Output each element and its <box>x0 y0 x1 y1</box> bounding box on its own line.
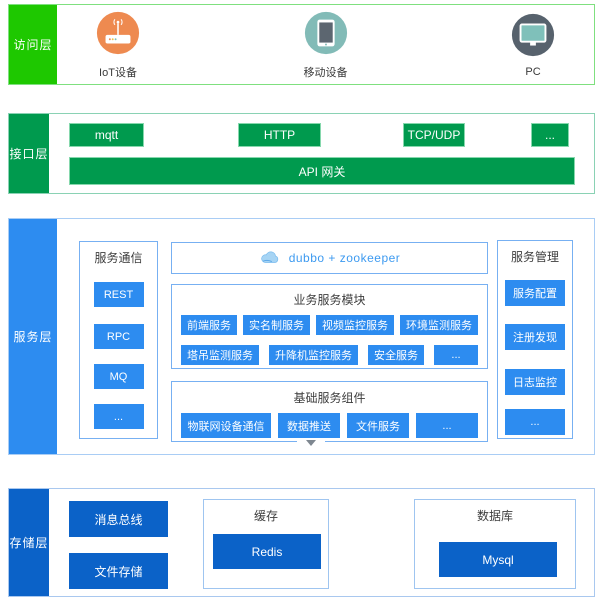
business-row-1: 前端服务 实名制服务 视频监控服务 环境监测服务 <box>181 315 478 335</box>
device-mobile: 移动设备 <box>303 10 349 80</box>
cloud-icon <box>259 249 281 268</box>
registry-panel: dubbo + zookeeper <box>171 242 488 274</box>
service-management-panel: 服务管理 服务配置 注册发现 日志监控 ... <box>497 240 573 439</box>
service-communication-title: 服务通信 <box>94 251 143 265</box>
mgmt-log-monitor: 日志监控 <box>505 369 565 395</box>
biz-crane-monitor: 塔吊监测服务 <box>181 345 259 365</box>
device-pc-label: PC <box>525 65 541 78</box>
storage-layer-label: 存储层 <box>9 489 49 596</box>
protocol-tcp-udp: TCP/UDP <box>403 123 465 147</box>
service-management-title: 服务管理 <box>510 250 559 264</box>
tablet-icon <box>303 10 349 61</box>
monitor-icon <box>510 12 556 63</box>
service-communication-panel: 服务通信 REST RPC MQ ... <box>79 241 158 439</box>
mgmt-service-config: 服务配置 <box>505 280 565 306</box>
interface-layer-label: 接口层 <box>9 114 49 193</box>
basic-services-panel: 基础服务组件 物联网设备通信 数据推送 文件服务 ... <box>171 381 488 442</box>
basic-more: ... <box>416 413 478 438</box>
comm-item-rpc: RPC <box>93 324 144 349</box>
registry-label: dubbo + zookeeper <box>288 251 401 265</box>
service-layer-panel: 服务层 服务通信 REST RPC MQ ... dubbo + zookeep… <box>8 218 595 455</box>
basic-iot-comm: 物联网设备通信 <box>181 413 271 438</box>
device-iot: IoT设备 <box>95 10 141 80</box>
storage-file-storage: 文件存储 <box>69 553 168 589</box>
interface-layer-panel: 接口层 mqtt HTTP TCP/UDP ... API 网关 <box>8 113 595 194</box>
cache-title: 缓存 <box>253 509 278 523</box>
database-panel: 数据库 Mysql <box>414 499 576 589</box>
access-layer-panel: 访问层 IoT设备 <box>8 4 595 85</box>
business-services-title: 业务服务模块 <box>293 293 366 307</box>
cache-panel: 缓存 Redis <box>203 499 329 589</box>
biz-hoist-monitor: 升降机监控服务 <box>269 345 358 365</box>
biz-realname: 实名制服务 <box>243 315 310 335</box>
business-services-panel: 业务服务模块 前端服务 实名制服务 视频监控服务 环境监测服务 塔吊监测服务 升… <box>171 284 488 369</box>
device-mobile-label: 移动设备 <box>303 66 348 79</box>
biz-env-monitor: 环境监测服务 <box>400 315 478 335</box>
registry-row: dubbo + zookeeper <box>172 243 487 273</box>
storage-message-bus: 消息总线 <box>69 501 168 537</box>
biz-security: 安全服务 <box>368 345 424 365</box>
iot-router-icon <box>95 10 141 61</box>
cache-redis: Redis <box>213 534 321 569</box>
protocol-mqtt: mqtt <box>69 123 144 147</box>
device-pc: PC <box>510 12 556 78</box>
basic-row: 物联网设备通信 数据推送 文件服务 ... <box>181 413 478 438</box>
biz-more: ... <box>434 345 478 365</box>
storage-layer-panel: 存储层 消息总线 文件存储 缓存 Redis 数据库 Mysql <box>8 488 595 597</box>
database-title: 数据库 <box>476 509 513 523</box>
api-gateway-bar: API 网关 <box>69 157 575 185</box>
access-layer-label: 访问层 <box>9 5 57 84</box>
service-layer-label: 服务层 <box>9 219 57 454</box>
comm-item-mq: MQ <box>93 364 144 389</box>
biz-video-monitor: 视频监控服务 <box>316 315 394 335</box>
basic-file-service: 文件服务 <box>347 413 409 438</box>
device-iot-label: IoT设备 <box>99 66 137 79</box>
database-mysql: Mysql <box>439 542 557 577</box>
basic-services-title: 基础服务组件 <box>293 391 366 405</box>
basic-data-push: 数据推送 <box>278 413 340 438</box>
protocol-http: HTTP <box>238 123 321 147</box>
comm-item-more: ... <box>93 404 144 429</box>
mgmt-register-discovery: 注册发现 <box>505 324 565 350</box>
access-devices: IoT设备 移动设备 <box>57 5 594 84</box>
protocol-more: ... <box>531 123 569 147</box>
comm-item-rest: REST <box>93 282 144 307</box>
mgmt-more: ... <box>505 409 565 435</box>
biz-frontend: 前端服务 <box>181 315 237 335</box>
business-row-2: 塔吊监测服务 升降机监控服务 安全服务 ... <box>181 345 478 365</box>
down-arrow-icon <box>306 440 316 446</box>
